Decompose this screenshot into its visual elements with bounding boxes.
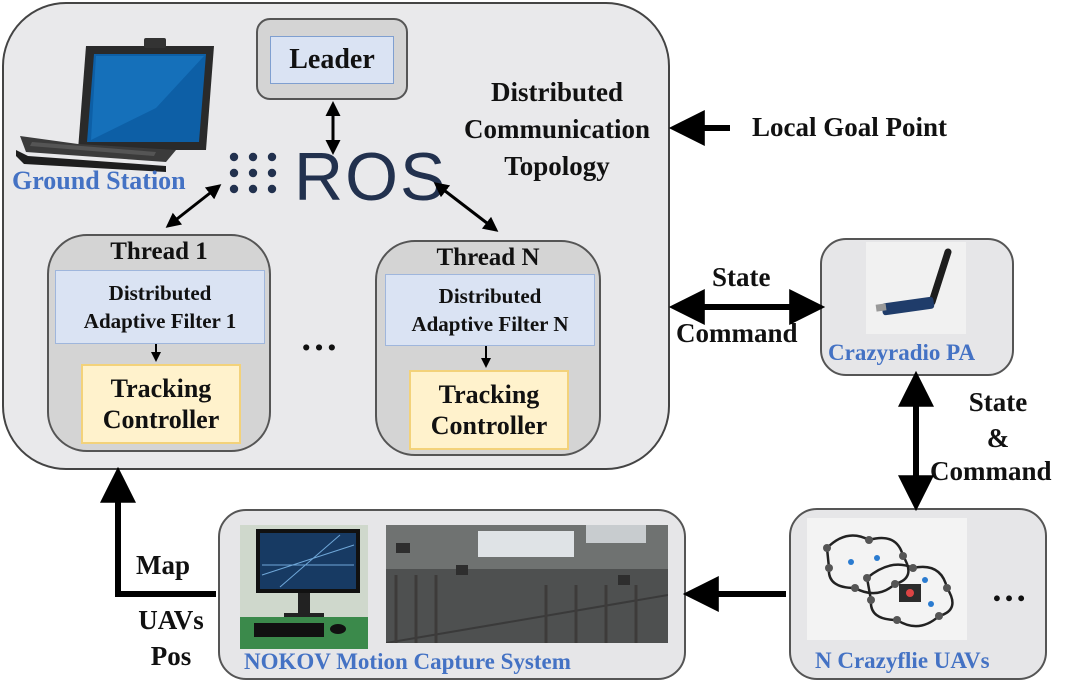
adaptive-filter-1-line-2: Adaptive Filter 1	[83, 309, 237, 333]
tracking-controller-1: Tracking Controller	[81, 364, 241, 444]
crazyradio-photo	[866, 242, 966, 334]
mocap-room-photo	[386, 525, 668, 643]
crazyradio-label: Crazyradio PA	[828, 340, 976, 365]
link-uav-line-1: State	[968, 387, 1028, 417]
adaptive-filter-n: Distributed Adaptive Filter N	[385, 274, 595, 346]
ground-station-label: Ground Station	[12, 166, 186, 195]
feedback-pos-label: UAVs Pos	[136, 602, 206, 674]
thread-n-title: Thread N	[436, 244, 540, 271]
crazyradio-panel: Crazyradio PA	[820, 238, 1014, 376]
mocap-room-icon	[386, 525, 668, 643]
local-goal-label: Local Goal Point	[752, 112, 947, 142]
leader-node: Leader	[256, 18, 408, 100]
tracking-controller-1-line-2: Controller	[102, 405, 220, 434]
thread-ellipsis: …	[300, 317, 338, 359]
feedback-pos-line-1: UAVs	[138, 605, 204, 635]
ros-dots-icon	[229, 152, 277, 194]
thread-n-node: Thread N Distributed Adaptive Filter N T…	[375, 240, 601, 456]
topology-line-3: Topology	[504, 151, 610, 181]
uav-label: N Crazyflie UAVs	[815, 648, 990, 673]
link-uav-label: State &	[958, 384, 1038, 456]
monitor-icon	[240, 525, 368, 649]
mocap-workstation-photo	[240, 525, 368, 649]
uav-ellipsis: …	[991, 569, 1027, 609]
tracking-controller-1-line-1: Tracking	[110, 374, 212, 403]
feedback-pos-line-2: Pos	[150, 641, 192, 671]
laptop-icon	[16, 38, 214, 172]
tracking-controller-n-line-1: Tracking	[438, 380, 540, 409]
topology-line-2: Communication	[463, 114, 650, 144]
adaptive-filter-n-line-1: Distributed	[438, 284, 542, 308]
link-uav-line-3: Command	[930, 456, 1052, 486]
link-radio-top-label: State	[712, 262, 771, 292]
leader-label: Leader	[270, 36, 394, 84]
link-uav-line-2: &	[986, 423, 1010, 453]
feedback-map-label: Map	[136, 550, 190, 580]
topology-line-1: Distributed	[490, 77, 623, 107]
nokov-panel: NOKOV Motion Capture System	[218, 509, 686, 680]
crazyflie-photo	[807, 518, 967, 640]
thread-1-node: Thread 1 Distributed Adaptive Filter 1 T…	[47, 234, 271, 452]
topology-label: Distributed Communication Topology	[452, 74, 662, 185]
adaptive-filter-1-line-1: Distributed	[108, 281, 212, 305]
nokov-label: NOKOV Motion Capture System	[244, 649, 571, 674]
crazyradio-antenna-icon	[875, 248, 952, 316]
uav-panel: … N Crazyflie UAVs	[789, 508, 1047, 680]
thread-1-title: Thread 1	[110, 238, 208, 265]
crazyflie-drones-icon	[823, 534, 954, 628]
adaptive-filter-1: Distributed Adaptive Filter 1	[55, 270, 265, 344]
tracking-controller-n-line-2: Controller	[430, 411, 548, 440]
link-radio-bottom-label: Command	[676, 318, 798, 348]
adaptive-filter-n-line-2: Adaptive Filter N	[411, 312, 569, 336]
tracking-controller-n: Tracking Controller	[409, 370, 569, 450]
ros-logo-text: ROS	[294, 139, 448, 215]
